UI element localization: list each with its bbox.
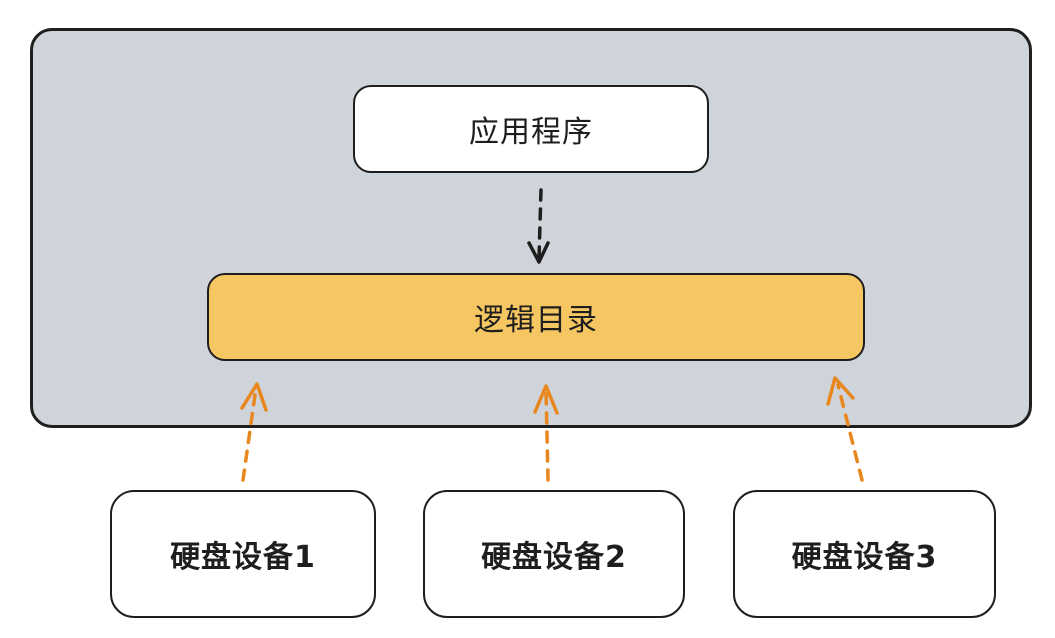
application-label: 应用程序	[469, 115, 593, 150]
application-box: 应用程序	[353, 85, 709, 173]
disk-device-2-box: 硬盘设备2	[423, 490, 685, 618]
disk-device-3-label: 硬盘设备3	[791, 540, 938, 575]
disk-device-1-label: 硬盘设备1	[170, 540, 316, 575]
logical-directory-label: 逻辑目录	[474, 303, 598, 338]
logical-directory-box: 逻辑目录	[207, 273, 865, 361]
disk-device-1-box: 硬盘设备1	[110, 490, 376, 618]
disk-device-2-label: 硬盘设备2	[481, 540, 627, 575]
disk-device-3-box: 硬盘设备3	[733, 490, 996, 618]
